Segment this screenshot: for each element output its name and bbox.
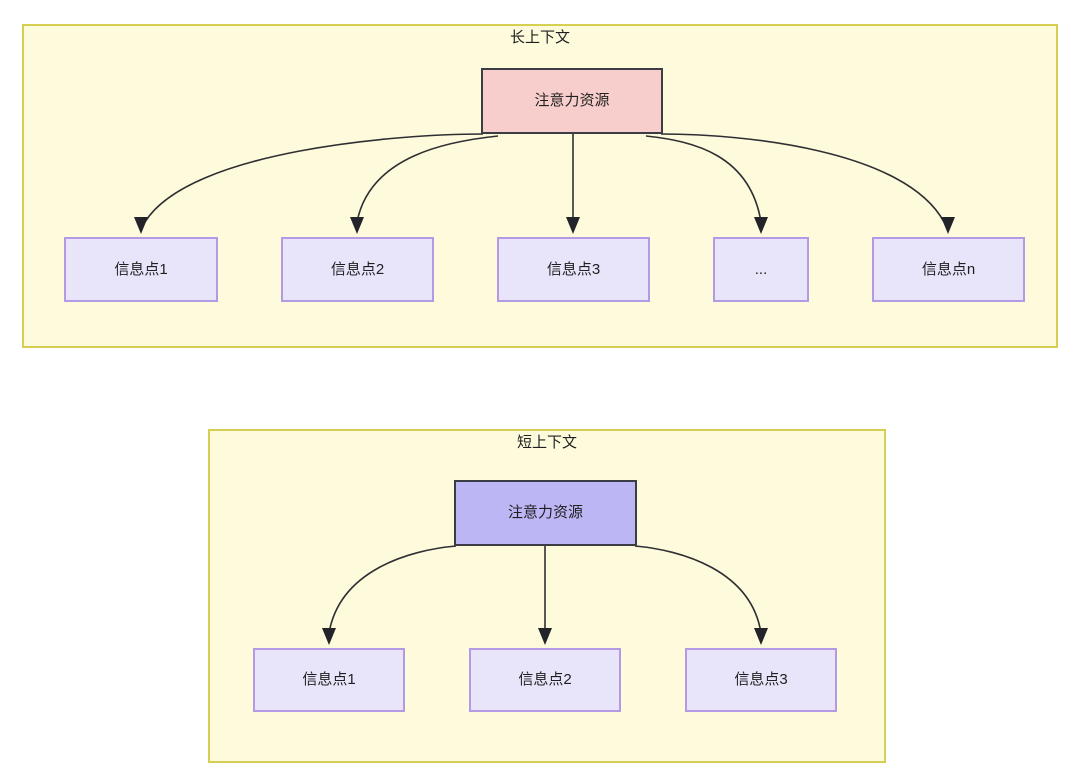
node-label: 注意力资源 [507,504,583,521]
group-title-short-context: 短上下文 [516,434,577,451]
node-label: 注意力资源 [534,92,610,109]
node-label: ... [754,260,768,278]
node-root-short-context[interactable]: 注意力资源 [454,480,637,546]
node-root-long-context[interactable]: 注意力资源 [481,68,663,134]
node-label: 信息点3 [734,671,788,688]
node-label: 信息点1 [302,671,356,688]
node-label: 信息点3 [546,260,601,278]
node-short-info-1[interactable]: 信息点1 [253,648,405,712]
group-title-long-context: 长上下文 [509,29,570,46]
node-long-info-n[interactable]: 信息点n [872,237,1025,302]
node-long-info-3[interactable]: 信息点3 [497,237,650,302]
node-label: 信息点1 [114,260,168,278]
node-long-info-1[interactable]: 信息点1 [64,237,218,302]
node-label: 信息点n [921,260,976,278]
node-label: 信息点2 [518,671,572,688]
node-label: 信息点2 [330,260,385,278]
node-short-info-2[interactable]: 信息点2 [469,648,621,712]
node-short-info-3[interactable]: 信息点3 [685,648,837,712]
node-long-info-ellipsis[interactable]: ... [713,237,809,302]
node-long-info-2[interactable]: 信息点2 [281,237,434,302]
